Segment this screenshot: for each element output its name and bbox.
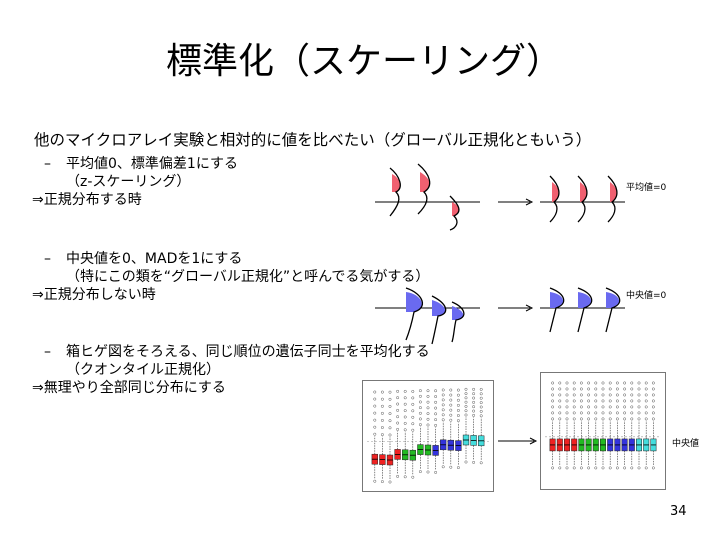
- boxplot-arrow: [498, 437, 538, 445]
- section2-note: ⇒正規分布しない時: [32, 287, 156, 303]
- red-normalized-3: [607, 175, 618, 223]
- slide-title: 標準化（スケーリング）: [165, 41, 562, 82]
- global-normalization-diagram: 中央値=0: [375, 287, 667, 345]
- z-scaling-diagram: 平均値=0: [375, 163, 667, 231]
- red-distribution-1: [389, 167, 401, 217]
- boxplot-box: [440, 388, 447, 469]
- boxplot-box: [636, 381, 642, 470]
- bullet-dash: –: [44, 344, 51, 360]
- boxplot-box: [432, 389, 439, 474]
- boxplot-box: [571, 381, 578, 470]
- red-normalized-1: [549, 175, 560, 223]
- section3-line2: （クオンタイル正規化）: [66, 362, 220, 378]
- boxplot-before-panel: [362, 380, 494, 492]
- boxplot-box: [578, 381, 585, 470]
- page-number: 34: [670, 504, 687, 519]
- red-distribution-2: [417, 163, 431, 215]
- section-z-scaling: – 平均値0、標準偏差1にする （z-スケーリング） ⇒正規分布する時: [32, 155, 238, 209]
- blue-normalized-3: [605, 287, 621, 333]
- median-label: 中央値: [672, 439, 700, 449]
- boxplot-box: [417, 389, 424, 474]
- section2-line2: （特にこの類を“グローバル正規化”と呼んでる気がする）: [66, 269, 430, 285]
- boxplot-box: [455, 388, 462, 470]
- section-global-normalization: – 中央値を0、MADを1にする （特にこの類を“グローバル正規化”と呼んでる気…: [32, 250, 430, 304]
- boxplot-box: [592, 381, 599, 470]
- boxplot-box: [614, 381, 621, 470]
- intro-text: 他のマイクロアレイ実験と相対的に値を比べたい（グローバル正規化ともいう）: [34, 131, 592, 149]
- boxplot-box: [424, 389, 432, 474]
- boxplot-box: [478, 387, 485, 465]
- boxplot-box: [470, 387, 477, 464]
- boxplot-box: [386, 390, 394, 484]
- boxplot-after-panel: [540, 372, 666, 490]
- section1-line2: （z-スケーリング）: [66, 174, 191, 190]
- boxplot-box: [462, 387, 470, 464]
- red-normalized-2: [577, 175, 588, 223]
- boxplot-box: [628, 381, 635, 470]
- bullet-dash: –: [44, 251, 51, 267]
- section3-line1: 箱ヒゲ図をそろえる、同じ順位の遺伝子同士を平均化する: [66, 344, 430, 360]
- section1-line1: 平均値0、標準偏差1にする: [66, 156, 238, 172]
- boxplot-box: [607, 381, 614, 470]
- section-quantile-normalization: – 箱ヒゲ図をそろえる、同じ順位の遺伝子同士を平均化する （クオンタイル正規化）…: [32, 343, 430, 397]
- boxplot-box: [643, 381, 650, 470]
- boxplot-box: [409, 390, 416, 479]
- blue-distribution-1: [405, 287, 424, 341]
- boxplot-box: [447, 388, 454, 469]
- boxplot-after: [545, 381, 661, 470]
- blue-normalized-2: [577, 287, 593, 333]
- boxplot-box: [549, 381, 556, 470]
- blue-normalized-1: [549, 287, 565, 333]
- section1-note: ⇒正規分布する時: [32, 192, 142, 208]
- red-distribution-3: [449, 195, 460, 231]
- section3-note: ⇒無理やり全部同じ分布にする: [32, 380, 226, 396]
- boxplot-box: [394, 389, 401, 478]
- section2-line1: 中央値を0、MADを1にする: [66, 251, 243, 267]
- boxplot-box: [650, 381, 657, 470]
- median-zero-label: 中央値=0: [626, 289, 667, 301]
- blue-distribution-3: [451, 301, 465, 343]
- boxplot-box: [379, 390, 386, 484]
- boxplot-box: [600, 381, 606, 470]
- boxplot-before: [367, 387, 489, 484]
- bullet-dash: –: [44, 156, 51, 172]
- mean-zero-label: 平均値=0: [626, 181, 667, 193]
- boxplot-box: [402, 389, 409, 479]
- blue-distribution-2: [431, 295, 447, 345]
- boxplot-box: [585, 381, 592, 470]
- boxplot-box: [621, 381, 628, 470]
- boxplot-box: [564, 381, 570, 470]
- boxplot-box: [556, 381, 563, 470]
- boxplot-box: [371, 390, 378, 483]
